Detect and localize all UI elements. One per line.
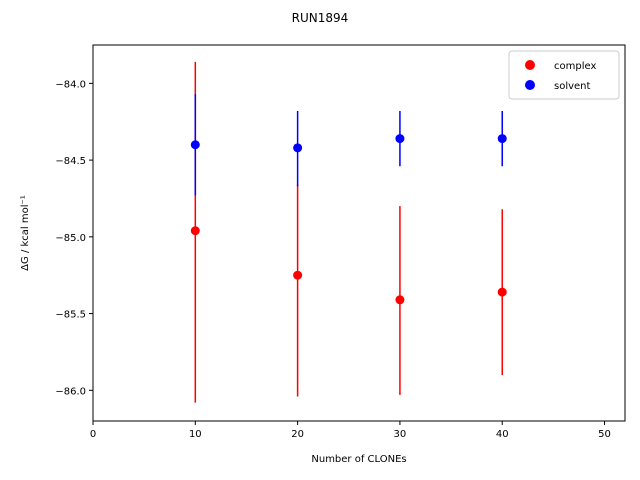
legend-label-complex: complex: [554, 61, 596, 72]
y-tick-label-1: −85.5: [55, 310, 86, 321]
y-tick-label-0: −86.0: [55, 386, 86, 397]
chart-title: RUN1894: [292, 11, 349, 25]
x-tick-label-3: 30: [394, 429, 407, 440]
legend-marker-solvent: [525, 80, 535, 90]
y-tick-label-4: −84.0: [55, 79, 86, 90]
complex-point-1: [293, 270, 303, 280]
plot-frame: [92, 44, 626, 422]
solvent-point-0: [190, 140, 200, 150]
y-tick-label-3: −84.5: [55, 156, 86, 167]
complex-point-0: [190, 226, 200, 236]
legend-marker-complex: [525, 60, 535, 70]
x-tick-label-4: 40: [496, 429, 509, 440]
solvent-point-1: [293, 143, 303, 153]
legend-box: [508, 50, 620, 100]
complex-point-3: [497, 287, 507, 297]
plot-area: [93, 45, 625, 421]
x-tick-label-1: 10: [189, 429, 202, 440]
complex-point-2: [395, 295, 405, 305]
x-tick-label-2: 20: [291, 429, 304, 440]
x-axis-label: Number of CLONEs: [311, 454, 406, 465]
y-axis-label: ΔG / kcal mol⁻¹: [20, 195, 31, 271]
solvent-point-3: [497, 134, 507, 144]
x-tick-label-0: 0: [90, 429, 96, 440]
solvent-point-2: [395, 134, 405, 144]
y-tick-label-2: −85.0: [55, 233, 86, 244]
legend: complex solvent: [508, 50, 620, 100]
x-axis-ticks: 0 10 20 30 40 50: [90, 421, 611, 440]
legend-label-solvent: solvent: [554, 81, 591, 92]
y-axis-ticks: −86.0 −85.5 −85.0 −84.5 −84.0: [55, 79, 93, 397]
x-tick-label-5: 50: [598, 429, 611, 440]
points-group: [190, 134, 507, 305]
